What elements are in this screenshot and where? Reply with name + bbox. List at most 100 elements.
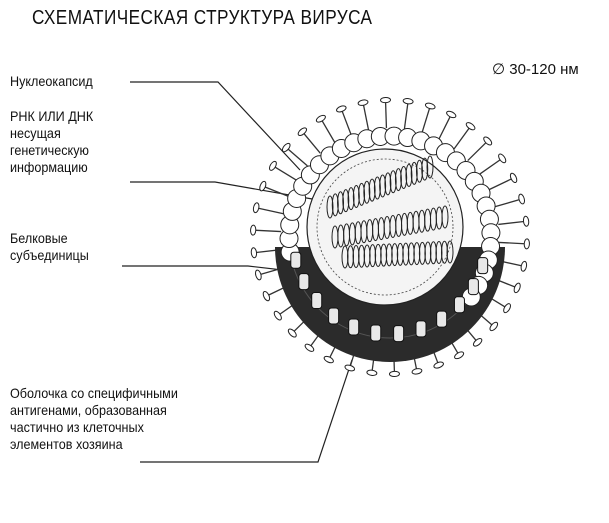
spike-head — [424, 102, 436, 110]
protein-subunit — [467, 278, 479, 296]
envelope-spike — [285, 147, 308, 167]
spike-head — [259, 180, 267, 192]
spike-head — [402, 98, 414, 105]
envelope-spike — [488, 177, 514, 191]
spike-head — [250, 247, 258, 259]
envelope-spike — [253, 229, 282, 233]
spike-head — [323, 355, 334, 364]
spike-head — [472, 338, 483, 347]
spike-head — [287, 328, 297, 338]
helix-coil — [394, 168, 402, 192]
envelope-spike — [384, 100, 388, 129]
label-nucleocapsid-text: Нуклеокапсид — [10, 73, 93, 89]
envelope-spike — [403, 101, 409, 130]
helix-coil — [363, 180, 371, 204]
spike-head — [518, 193, 525, 205]
nucleocapsid-core — [306, 148, 464, 306]
leader-line-envelope — [140, 359, 353, 463]
core-inner-ring — [316, 158, 454, 296]
protein-subunit — [393, 325, 405, 343]
label-nucleic-acid-line-3: генетическую — [10, 142, 89, 158]
helix-coil — [384, 172, 392, 196]
helix-coil — [326, 195, 334, 219]
protein-subunit — [298, 273, 310, 291]
label-envelope-line-4: элементов хозяина — [10, 436, 123, 452]
label-nucleic-acid: РНК ИЛИ ДНК несущая генетическую информа… — [10, 108, 93, 176]
envelope-spike — [262, 185, 290, 198]
label-protein-subunits-line-1: Белковые — [10, 230, 68, 246]
helix-coil — [410, 161, 418, 185]
envelope-spike — [494, 198, 522, 208]
label-envelope-line-1: Оболочка со специфичными — [10, 385, 178, 401]
helix-coil — [446, 240, 454, 264]
spike-head — [366, 369, 378, 376]
leader-line-nucleocapsid — [130, 81, 301, 171]
spike-head — [297, 127, 308, 136]
protein-subunit — [348, 318, 360, 336]
helix-coil — [379, 174, 387, 198]
spike-head — [523, 238, 530, 250]
spike-head — [273, 310, 282, 321]
envelope-spike — [272, 165, 298, 181]
label-envelope: Оболочка со специфичными антигенами, обр… — [10, 385, 178, 453]
envelope-spike — [301, 131, 321, 154]
helix-coil — [415, 159, 423, 183]
spike-head — [336, 105, 347, 113]
label-protein-subunits-line-2: субъединицы — [10, 247, 89, 263]
helix-coil — [441, 205, 449, 229]
spike-head — [509, 172, 518, 184]
spike-head — [250, 224, 257, 236]
helix-coil — [352, 184, 360, 208]
spike-head — [255, 269, 262, 281]
helix-coil — [426, 155, 434, 179]
label-nucleocapsid: Нуклеокапсид — [10, 73, 93, 90]
spike-head — [388, 370, 400, 378]
spike-head — [252, 202, 260, 214]
spike-head — [411, 368, 423, 375]
spike-head — [357, 99, 369, 106]
helix-coil — [342, 189, 350, 213]
helix-coil — [347, 187, 355, 211]
spike-head — [262, 290, 271, 302]
spike-head — [446, 110, 457, 119]
protein-subunit — [415, 320, 427, 338]
spike-head — [465, 122, 476, 131]
protein-subunit — [436, 310, 448, 328]
spike-head — [513, 282, 521, 294]
spike-head — [498, 153, 507, 164]
spike-head — [483, 136, 493, 146]
label-nucleic-acid-line-1: РНК ИЛИ ДНК — [10, 108, 94, 124]
spike-head — [281, 142, 291, 153]
helix-coil — [337, 191, 345, 215]
label-nucleic-acid-line-4: информацию — [10, 159, 88, 175]
diameter-label: ∅ 30-120 нм — [492, 61, 579, 78]
envelope-spike — [467, 140, 489, 162]
envelope-spike — [453, 125, 472, 150]
label-envelope-line-2: антигенами, образованная — [10, 402, 167, 418]
protein-subunit — [328, 307, 340, 325]
spike-head — [503, 303, 511, 314]
envelope-spike — [340, 108, 352, 136]
protein-subunit — [290, 251, 302, 269]
envelope-spike — [256, 207, 284, 215]
spike-head — [304, 343, 315, 352]
helix-coil — [373, 176, 381, 200]
envelope-spike — [498, 220, 527, 226]
spike-head — [269, 160, 277, 171]
spike-head — [433, 361, 444, 369]
envelope-spike — [362, 102, 370, 131]
spike-head — [344, 364, 356, 372]
envelope-spike — [438, 114, 452, 140]
diagram-title: СХЕМАТИЧЕСКАЯ СТРУКТУРА ВИРУСА — [32, 7, 373, 29]
spike-head — [520, 260, 528, 272]
spike-head — [315, 114, 326, 123]
envelope-spike — [421, 105, 431, 133]
helix-coil — [421, 157, 429, 181]
envelope-spike — [498, 241, 527, 245]
helix-coil — [389, 170, 397, 194]
protein-subunit — [311, 292, 323, 310]
spike-head — [489, 321, 499, 332]
helix-coil — [331, 193, 339, 217]
label-nucleic-acid-line-2: несущая — [10, 125, 61, 141]
protein-subunit — [477, 257, 489, 275]
